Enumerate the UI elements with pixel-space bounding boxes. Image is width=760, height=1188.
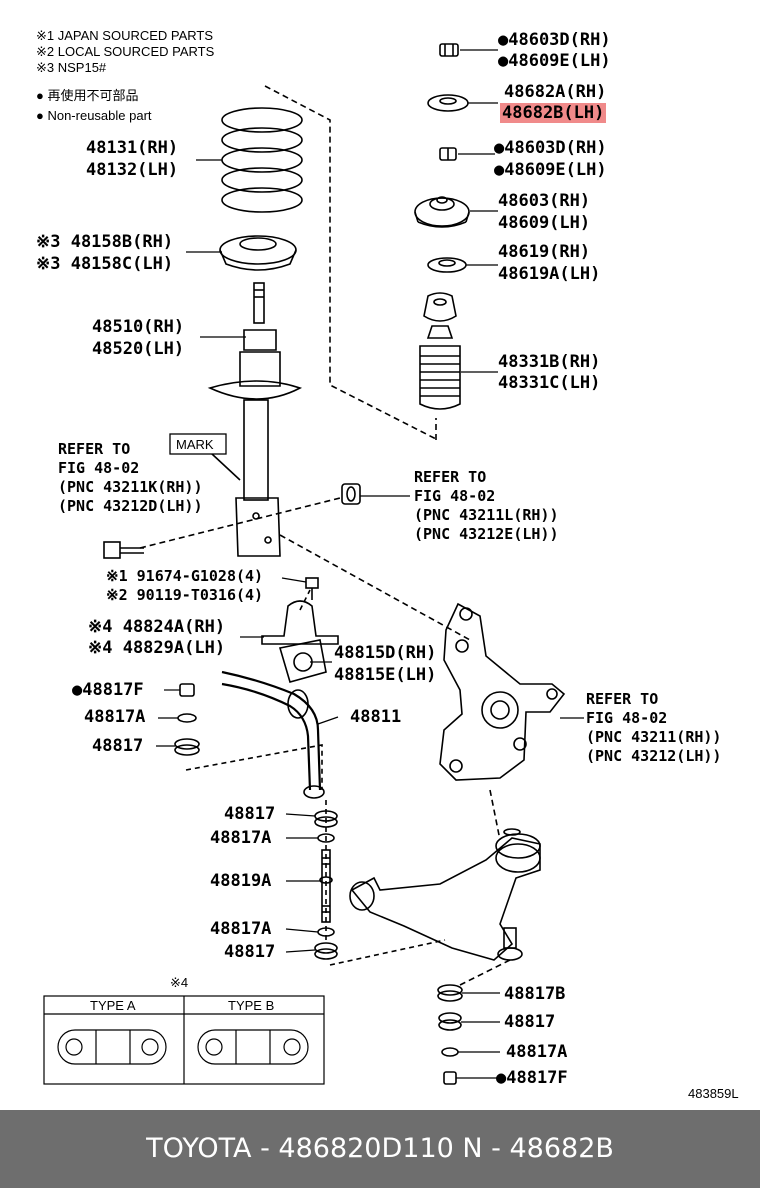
part-label-48331B[interactable]: 48331B(RH) bbox=[498, 352, 601, 372]
washer-48817A-left-icon bbox=[177, 713, 197, 723]
part-label-48682A[interactable]: 48682A(RH) bbox=[504, 82, 607, 102]
nut-top-icon bbox=[439, 43, 459, 57]
part-label-48609[interactable]: 48609(LH) bbox=[498, 213, 591, 233]
part-label-48158C[interactable]: ※3 48158C(LH) bbox=[36, 254, 174, 274]
cushion-48817-center-bottom-icon bbox=[314, 942, 338, 960]
refer-right-line2[interactable]: FIG 48-02 bbox=[586, 709, 668, 727]
part-label-48817A-left[interactable]: 48817A bbox=[84, 707, 146, 727]
refer-mid-line3[interactable]: (PNC 43211L(RH)) bbox=[414, 506, 559, 524]
part-label-48817A-center-top[interactable]: 48817A bbox=[210, 828, 272, 848]
refer-left-line4[interactable]: (PNC 43212D(LH)) bbox=[58, 497, 203, 515]
refer-right-line3[interactable]: (PNC 43211(RH)) bbox=[586, 728, 722, 746]
part-label-48132[interactable]: 48132(LH) bbox=[86, 160, 179, 180]
bearing-48619-icon bbox=[427, 257, 467, 273]
shock-absorber-48510-icon bbox=[207, 282, 303, 557]
type-table-note: ※4 bbox=[170, 975, 189, 990]
part-label-48829A[interactable]: ※4 48829A(LH) bbox=[88, 638, 226, 658]
cushion-48817B-icon bbox=[437, 984, 463, 1002]
cushion-48817-right-icon bbox=[438, 1012, 462, 1031]
part-label-48815D[interactable]: 48815D(RH) bbox=[334, 643, 437, 663]
part-label-48609E-top[interactable]: ●48609E(LH) bbox=[498, 51, 611, 71]
part-label-48817B[interactable]: 48817B bbox=[504, 984, 566, 1004]
assembly-dashed-line bbox=[489, 789, 501, 841]
part-label-48510[interactable]: 48510(RH) bbox=[92, 317, 185, 337]
part-label-48619[interactable]: 48619(RH) bbox=[498, 242, 591, 262]
lower-control-arm-icon bbox=[349, 828, 541, 961]
part-label-48682B-highlighted[interactable]: 48682B(LH) bbox=[500, 103, 607, 123]
stabilizer-bar-48811-icon bbox=[221, 670, 322, 791]
bolt-91674-icon bbox=[305, 577, 319, 600]
part-label-48131[interactable]: 48131(RH) bbox=[86, 138, 179, 158]
assembly-dashed-line bbox=[139, 497, 341, 549]
bolt-left-icon bbox=[103, 541, 144, 559]
part-label-48603D-mid[interactable]: ●48603D(RH) bbox=[494, 138, 607, 158]
refer-left-line3[interactable]: (PNC 43211K(RH)) bbox=[58, 478, 203, 496]
figure-code: 483859L bbox=[688, 1086, 739, 1101]
refer-mid-line1[interactable]: REFER TO bbox=[414, 468, 487, 486]
refer-left-line1[interactable]: REFER TO bbox=[58, 440, 131, 458]
part-label-48603[interactable]: 48603(RH) bbox=[498, 191, 591, 211]
refer-mid-line2[interactable]: FIG 48-02 bbox=[414, 487, 496, 505]
part-label-90119[interactable]: ※2 90119-T0316(4) bbox=[106, 586, 264, 604]
part-label-91674[interactable]: ※1 91674-G1028(4) bbox=[106, 567, 264, 585]
legend-note-japan: ※1 JAPAN SOURCED PARTS bbox=[36, 28, 214, 43]
part-label-48817-right[interactable]: 48817 bbox=[504, 1012, 556, 1032]
refer-right-line1[interactable]: REFER TO bbox=[586, 690, 659, 708]
part-label-48817F-right[interactable]: ●48817F bbox=[496, 1068, 568, 1088]
part-label-48331C[interactable]: 48331C(LH) bbox=[498, 373, 601, 393]
legend-note-local: ※2 LOCAL SOURCED PARTS bbox=[36, 44, 215, 59]
washer-48817A-right-icon bbox=[441, 1047, 459, 1057]
assembly-dashed-line bbox=[279, 534, 471, 641]
assembly-dashed-line bbox=[329, 939, 446, 966]
type-a-label: TYPE A bbox=[90, 998, 136, 1013]
part-label-48609E-mid[interactable]: ●48609E(LH) bbox=[494, 160, 607, 180]
legend-note-nsp: ※3 NSP15# bbox=[36, 60, 107, 75]
steering-knuckle-icon bbox=[439, 602, 566, 781]
part-label-48815E[interactable]: 48815E(LH) bbox=[334, 665, 437, 685]
part-label-48619A[interactable]: 48619A(LH) bbox=[498, 264, 601, 284]
link-48819A-icon bbox=[319, 849, 333, 923]
support-48603-icon bbox=[414, 196, 470, 228]
type-b-bracket-icon bbox=[197, 1029, 309, 1065]
part-label-48811[interactable]: 48811 bbox=[350, 707, 402, 727]
assembly-dashed-line bbox=[185, 744, 323, 790]
refer-left-line2[interactable]: FIG 48-02 bbox=[58, 459, 140, 477]
part-label-48603D-top[interactable]: ●48603D(RH) bbox=[498, 30, 611, 50]
part-label-48819A[interactable]: 48819A bbox=[210, 871, 272, 891]
refer-right-line4[interactable]: (PNC 43212(LH)) bbox=[586, 747, 722, 765]
type-a-bracket-icon bbox=[57, 1029, 167, 1065]
suspension-exploded-diagram bbox=[43, 43, 584, 1085]
assembly-dashed-line bbox=[459, 959, 511, 986]
refer-mid-line4[interactable]: (PNC 43212E(LH)) bbox=[414, 525, 559, 543]
part-label-48817-center-top[interactable]: 48817 bbox=[224, 804, 276, 824]
nut-48817F-right-icon bbox=[443, 1071, 457, 1085]
part-label-48520[interactable]: 48520(LH) bbox=[92, 339, 185, 359]
nut-right-icon bbox=[341, 483, 361, 505]
part-label-48817-left[interactable]: 48817 bbox=[92, 736, 144, 756]
part-label-48817A-right[interactable]: 48817A bbox=[506, 1042, 568, 1062]
legend-nonreusable-en: ● Non-reusable part bbox=[36, 108, 152, 123]
type-table bbox=[43, 995, 325, 1085]
part-label-48817-center-bottom[interactable]: 48817 bbox=[224, 942, 276, 962]
assembly-dashed-line bbox=[264, 85, 439, 441]
legend-nonreusable-jp: ● 再使用不可部品 bbox=[36, 88, 139, 103]
leader-lines bbox=[156, 49, 584, 1079]
nut-48817F-left-icon bbox=[179, 683, 195, 697]
part-number-footer: TOYOTA - 486820D110 N - 48682B bbox=[0, 1110, 760, 1188]
cushion-48817-left-icon bbox=[174, 738, 200, 756]
type-b-label: TYPE B bbox=[228, 998, 275, 1013]
mark-label: MARK bbox=[176, 437, 214, 452]
coil-spring-48131-icon bbox=[221, 107, 303, 213]
boot-48331-icon bbox=[419, 292, 461, 410]
part-label-48824A[interactable]: ※4 48824A(RH) bbox=[88, 617, 226, 637]
mark-box bbox=[169, 433, 227, 455]
nut-mid-icon bbox=[439, 147, 457, 161]
part-label-48158B[interactable]: ※3 48158B(RH) bbox=[36, 232, 174, 252]
bracket-48824A-icon bbox=[261, 600, 339, 645]
insulator-48158-icon bbox=[219, 235, 297, 271]
part-label-48817A-center-bottom[interactable]: 48817A bbox=[210, 919, 272, 939]
part-label-48817F-left[interactable]: ●48817F bbox=[72, 680, 144, 700]
assembly-dashed-line bbox=[299, 589, 311, 611]
bushing-48815-icon bbox=[278, 639, 327, 683]
